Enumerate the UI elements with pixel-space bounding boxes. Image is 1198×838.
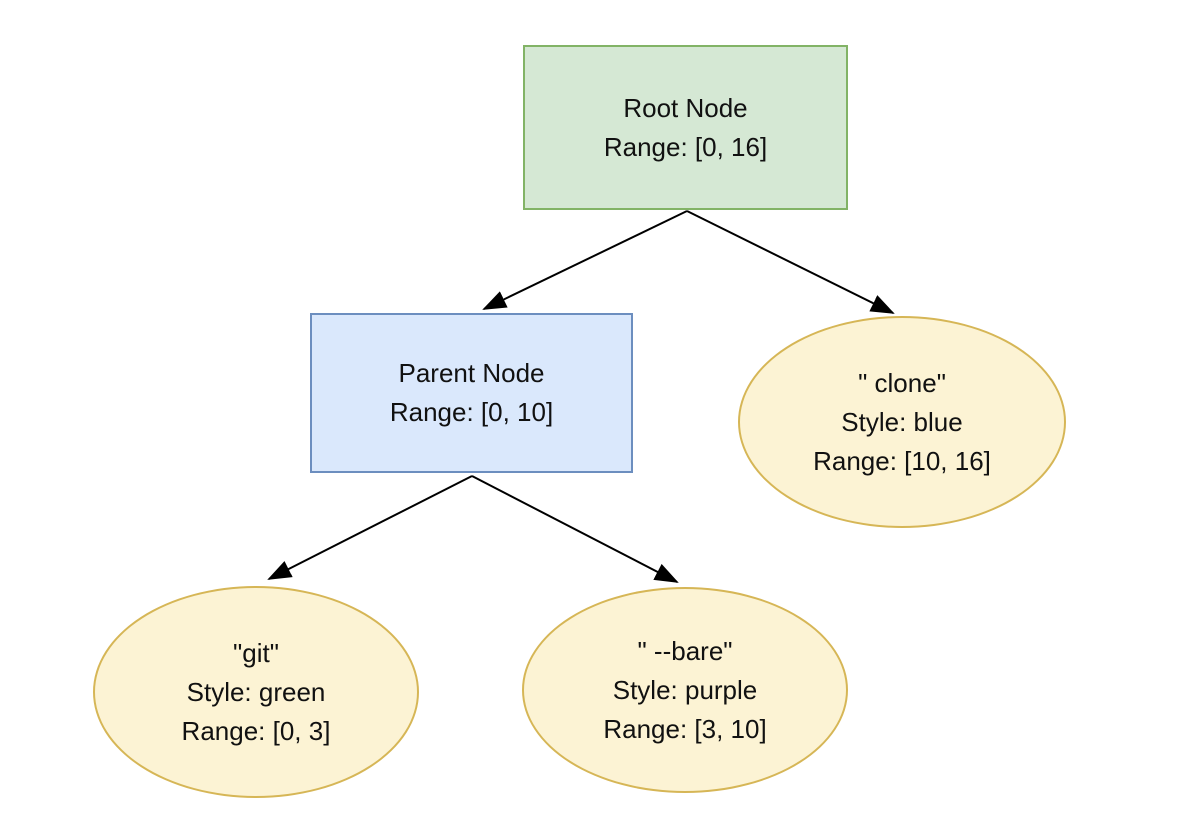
node-parent: Parent Node Range: [0, 10] (310, 313, 633, 473)
node-git-style: Style: green (186, 676, 326, 707)
node-parent-label: Parent Node (398, 358, 545, 388)
edge-parent-to-bare (471, 475, 679, 583)
edge-parent-to-git (267, 475, 473, 580)
node-root-range: Range: [0, 16] (603, 131, 768, 162)
node-bare: " --bare" Style: purple Range: [3, 10] (522, 587, 848, 793)
edge-root-to-parent (482, 210, 688, 310)
node-git-range: Range: [0, 3] (181, 715, 331, 746)
node-bare-range: Range: [3, 10] (603, 713, 767, 744)
node-parent-range: Range: [0, 10] (389, 397, 554, 427)
edge-root-to-clone (686, 210, 895, 314)
node-clone-style: Style: blue (841, 406, 963, 437)
node-clone-range: Range: [10, 16] (813, 445, 991, 476)
node-bare-style: Style: purple (612, 674, 758, 705)
node-bare-label: " --bare" (637, 635, 733, 666)
node-root: Root Node Range: [0, 16] (523, 45, 848, 210)
node-root-label: Root Node (623, 92, 748, 123)
node-git: "git" Style: green Range: [0, 3] (93, 586, 419, 798)
node-clone: " clone" Style: blue Range: [10, 16] (738, 316, 1066, 528)
node-git-label: "git" (233, 637, 279, 668)
node-clone-label: " clone" (858, 367, 946, 398)
